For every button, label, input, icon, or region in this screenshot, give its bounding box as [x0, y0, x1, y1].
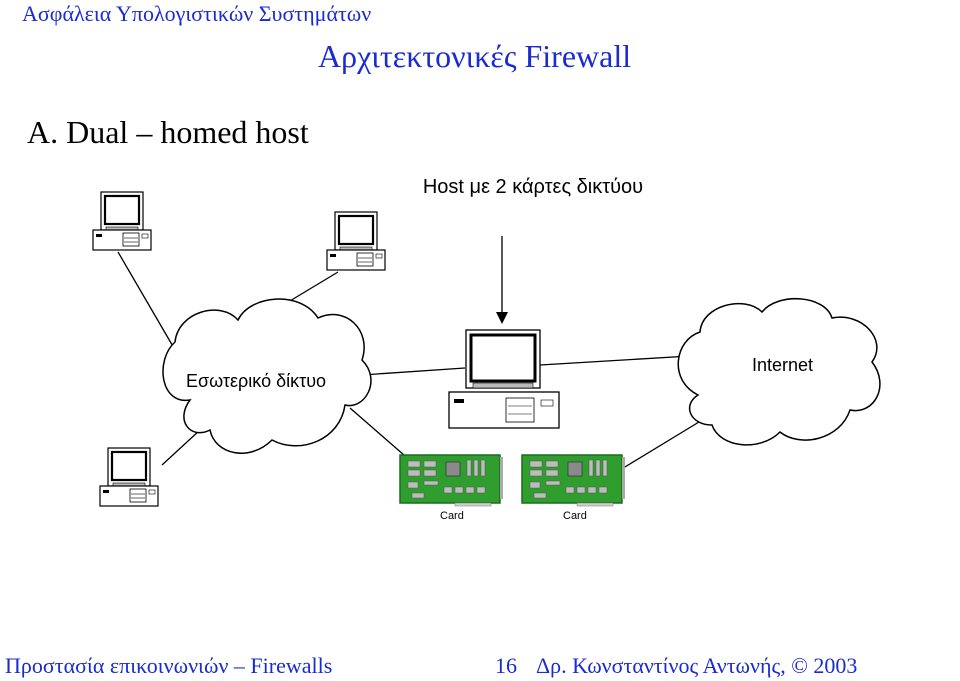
- computer-icon: [98, 446, 160, 508]
- slide-title: Αρχιτεκτονικές Firewall: [318, 38, 632, 74]
- link-internal-to-card1: [349, 407, 413, 463]
- computer-icon: [325, 210, 387, 272]
- host-label: Host με 2 κάρτες δικτύου: [422, 176, 644, 198]
- network-card-1-icon: [399, 454, 504, 507]
- link-pc3-to-internal: [161, 429, 201, 466]
- link-internal-to-host: [361, 367, 466, 376]
- internet-cloud: [677, 298, 881, 446]
- network-card-2-icon: [521, 454, 626, 507]
- card-1-label: Card: [440, 510, 464, 522]
- footer-left-text: Προστασία επικοινωνιών – Firewalls: [5, 653, 333, 678]
- internal-network-label: Εσωτερικό δίκτυο: [186, 371, 327, 391]
- course-title: Ασφάλεια Υπολογιστικών Συστημάτων: [22, 1, 372, 26]
- card-2-label: Card: [563, 510, 587, 522]
- internal-network-cloud: [162, 298, 372, 454]
- link-host-to-internet: [539, 355, 691, 366]
- internet-label: Internet: [752, 355, 814, 375]
- firewall-host-computer-icon: [448, 329, 560, 429]
- footer-author: Δρ. Κωνσταντίνος Αντωνής, © 2003: [536, 653, 858, 678]
- section-heading: Α. Dual – homed host: [27, 114, 309, 150]
- link-pc1-to-internal: [117, 251, 179, 356]
- arrow-head: [496, 312, 508, 324]
- computer-icon: [91, 190, 153, 252]
- page-number: 16: [495, 653, 517, 678]
